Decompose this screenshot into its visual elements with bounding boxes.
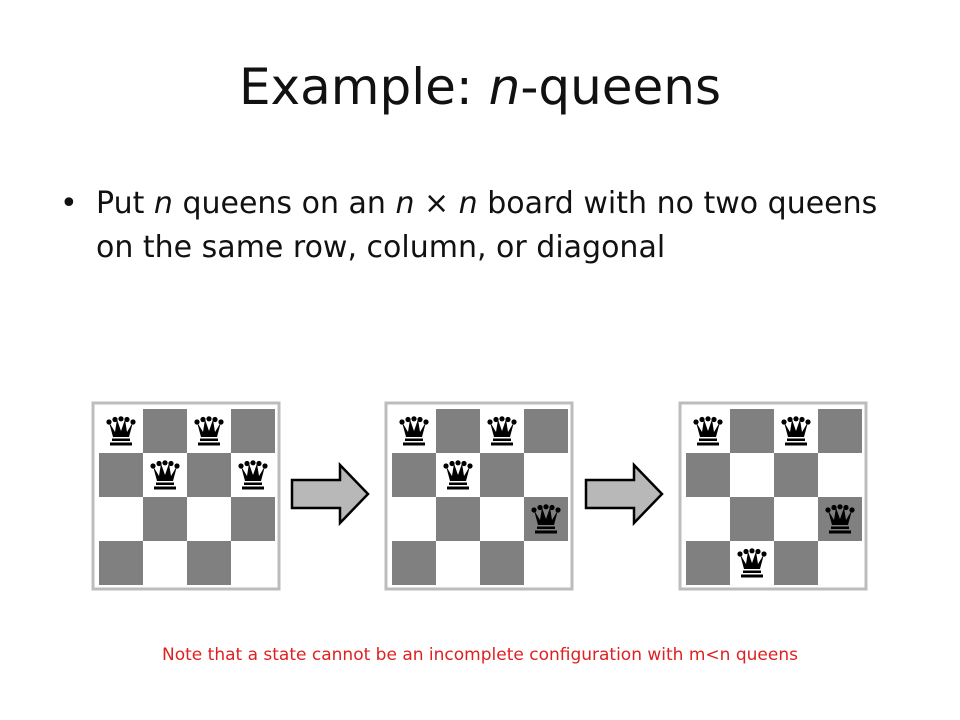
slide-title: Example: n-queens: [0, 58, 960, 116]
light-square: [187, 497, 231, 541]
right-arrow-icon: [290, 461, 370, 527]
dark-square: [686, 541, 730, 585]
light-square: [686, 497, 730, 541]
title-prefix: Example:: [238, 58, 489, 116]
dark-square: [187, 541, 231, 585]
dark-square: [99, 453, 143, 497]
dark-square: [774, 541, 818, 585]
dark-square: [392, 453, 436, 497]
bullet-point: • Put n queens on an n × n board with no…: [60, 182, 920, 270]
title-italic-n: n: [488, 58, 521, 116]
chessboard-2: [384, 401, 574, 591]
note-text: Note that a state cannot be an incomplet…: [162, 645, 798, 665]
light-square: [524, 453, 568, 497]
light-square: [774, 497, 818, 541]
light-square: [436, 541, 480, 585]
light-square: [143, 541, 187, 585]
dark-square: [480, 541, 524, 585]
dark-square: [436, 497, 480, 541]
chessboard-3: [678, 401, 868, 591]
dark-square: [818, 409, 862, 453]
dark-square: [99, 541, 143, 585]
dark-square: [392, 541, 436, 585]
dark-square: [686, 453, 730, 497]
dark-square: [143, 409, 187, 453]
dark-square: [231, 497, 275, 541]
title-suffix: -queens: [520, 58, 722, 116]
dark-square: [774, 453, 818, 497]
light-square: [818, 541, 862, 585]
dark-square: [436, 409, 480, 453]
light-square: [818, 453, 862, 497]
dark-square: [730, 497, 774, 541]
light-square: [231, 541, 275, 585]
bullet-text: Put n queens on an n × n board with no t…: [96, 186, 878, 265]
dark-square: [524, 409, 568, 453]
right-arrow-icon: [584, 461, 664, 527]
chessboard-1: [91, 401, 281, 591]
light-square: [730, 453, 774, 497]
dark-square: [480, 453, 524, 497]
bullet-dot-icon: •: [60, 186, 78, 221]
dark-square: [730, 409, 774, 453]
dark-square: [231, 409, 275, 453]
light-square: [99, 497, 143, 541]
dark-square: [187, 453, 231, 497]
light-square: [480, 497, 524, 541]
dark-square: [143, 497, 187, 541]
light-square: [392, 497, 436, 541]
light-square: [524, 541, 568, 585]
